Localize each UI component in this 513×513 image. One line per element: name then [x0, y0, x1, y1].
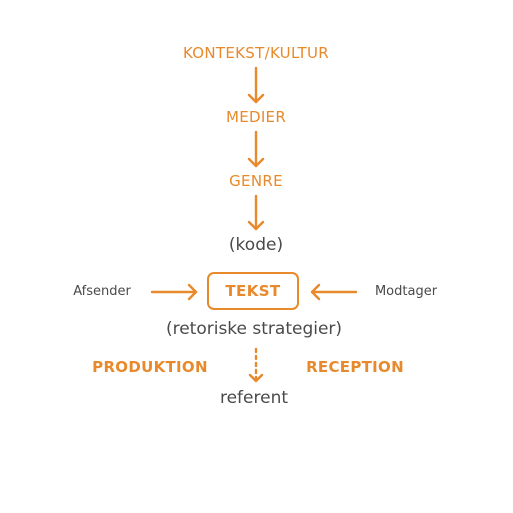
- node-media: MEDIER: [225, 108, 287, 126]
- node-genre: GENRE: [229, 172, 283, 190]
- node-context: KONTEKST/KULTUR: [182, 44, 330, 62]
- node-receiver: Modtager: [374, 284, 438, 299]
- node-sender: Afsender: [73, 284, 131, 299]
- arrow-media-to-genre: [247, 130, 265, 168]
- arrow-sender-to-text: [150, 283, 198, 301]
- node-code: (kode): [228, 235, 284, 255]
- node-text-box: TEKST: [207, 272, 299, 310]
- node-referent: referent: [219, 388, 289, 408]
- node-strategies: (retoriske strategier): [165, 319, 343, 339]
- arrow-context-to-media: [247, 66, 265, 104]
- node-reception: RECEPTION: [306, 358, 404, 376]
- arrow-receiver-to-text: [310, 283, 358, 301]
- arrow-genre-to-code: [247, 194, 265, 231]
- arrow-dotted-to-referent: [248, 347, 264, 383]
- node-text: TEKST: [225, 282, 281, 300]
- node-production: PRODUKTION: [92, 358, 208, 376]
